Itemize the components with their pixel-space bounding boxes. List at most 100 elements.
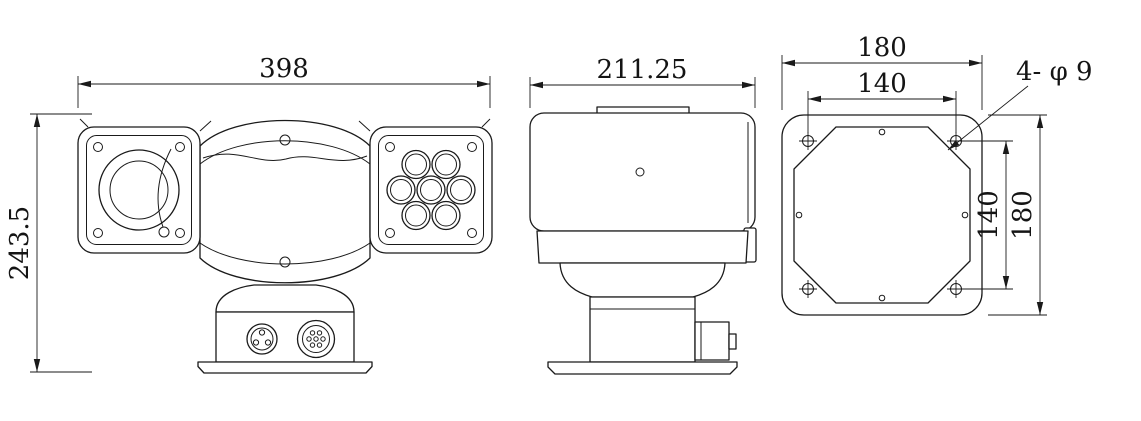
ir-led-inner	[435, 153, 457, 176]
connector-large	[296, 319, 336, 359]
side-screw	[635, 167, 645, 177]
left-pod-housing	[77, 126, 201, 254]
ir-led-inner	[435, 204, 457, 227]
corner-screw	[385, 142, 395, 152]
connector-inner-ring	[302, 325, 330, 353]
ir-led	[386, 175, 416, 205]
yoke-top-screw	[279, 134, 291, 146]
front-height-dimension: 243.5	[5, 113, 92, 373]
pedestal-column	[215, 311, 355, 363]
connector-pin	[258, 329, 266, 336]
ir-led-inner	[405, 153, 427, 176]
arrowhead-left	[808, 95, 821, 103]
connector-outer-ring	[246, 323, 278, 355]
hole-callout: 4- φ 9	[947, 57, 1093, 151]
yoke-bottom-seam	[199, 242, 371, 265]
junction-box-stub	[728, 333, 737, 350]
lens-outer-circle	[98, 149, 180, 231]
arrowhead-left	[78, 80, 91, 88]
arrowhead-top	[1036, 115, 1044, 128]
edge-screw	[961, 211, 969, 219]
base-outer-height-dimension: 180	[988, 114, 1047, 316]
front-view-part	[77, 118, 493, 374]
front-height-label: 243.5	[5, 206, 35, 280]
base-flange	[547, 361, 738, 375]
corner-tick	[358, 120, 371, 132]
connector-pin	[306, 336, 312, 342]
side-view: 211.25	[529, 55, 757, 375]
connector-pin	[309, 342, 316, 348]
corner-tick	[79, 118, 89, 128]
connector-pin	[313, 336, 319, 342]
yoke-body	[199, 119, 371, 284]
pedestal-bell	[215, 284, 355, 313]
side-width-dimension: 211.25	[529, 55, 756, 108]
corner-screw	[467, 228, 477, 238]
ir-led-inner	[420, 179, 442, 201]
front-width-label: 398	[259, 54, 309, 84]
arrowhead-right	[969, 59, 982, 67]
ir-led	[431, 200, 461, 231]
right-pod-faceplate	[378, 135, 484, 245]
arrowhead-left	[782, 59, 795, 67]
hole-callout-label: 4- φ 9	[1016, 57, 1093, 87]
arrowhead-left	[530, 81, 543, 89]
mid-band	[536, 230, 749, 264]
ir-led	[416, 175, 446, 205]
base-hole-span-height-dimension: 140	[963, 140, 1013, 290]
corner-screw	[175, 142, 185, 152]
ir-led-inner	[405, 204, 427, 227]
corner-screw	[385, 228, 395, 238]
side-width-label: 211.25	[597, 55, 688, 85]
base-hole-span-width-label: 140	[857, 69, 907, 99]
ir-led-inner	[390, 179, 412, 201]
leader-arrowhead	[948, 140, 960, 150]
left-pod	[77, 126, 201, 254]
base-view-part	[781, 114, 983, 316]
pedestal-bell	[559, 262, 726, 298]
edge-screw	[795, 211, 803, 219]
ir-led	[431, 149, 461, 180]
corner-tick	[199, 120, 212, 132]
ir-led	[401, 149, 431, 180]
arrowhead-top	[1002, 141, 1010, 154]
sensor-hole	[158, 226, 170, 238]
arrowhead-top	[33, 114, 41, 127]
base-outer-width-label: 180	[857, 33, 907, 63]
right-pod	[369, 126, 493, 254]
base-hole-span-width-dimension: 140	[807, 69, 957, 133]
ir-led	[401, 200, 431, 231]
arrowhead-bottom	[33, 359, 41, 372]
corner-screw	[467, 142, 477, 152]
connector-pin	[264, 339, 272, 346]
corner-screw	[93, 228, 103, 238]
wiper-arm	[157, 148, 172, 228]
top-rib	[596, 106, 690, 113]
corner-screw	[175, 228, 185, 238]
connector-pin	[309, 330, 316, 336]
left-pod-faceplate	[86, 135, 192, 245]
front-view: 398 243.5	[5, 54, 493, 374]
connector-pin	[316, 330, 323, 336]
junction-box	[694, 321, 730, 361]
ir-led	[446, 175, 476, 205]
base-hole-span-height-label: 140	[974, 190, 1004, 240]
base-outer-width-dimension: 180	[781, 33, 983, 110]
right-pod-housing	[369, 126, 493, 254]
arrowhead-right	[477, 80, 490, 88]
connector-inner-ring	[250, 327, 274, 351]
edge-screw	[878, 128, 886, 136]
front-width-dimension: 398	[77, 54, 491, 108]
arrowhead-bottom	[1036, 302, 1044, 315]
arrowhead-bottom	[1002, 276, 1010, 289]
edge-screw	[878, 294, 886, 302]
arrowhead-right	[943, 95, 956, 103]
connector-pin	[252, 339, 260, 346]
connector-outer-ring	[296, 319, 336, 359]
leader-line	[947, 85, 1029, 151]
connector-pin	[320, 336, 326, 342]
corner-tick	[481, 118, 491, 128]
head-housing	[529, 112, 756, 232]
